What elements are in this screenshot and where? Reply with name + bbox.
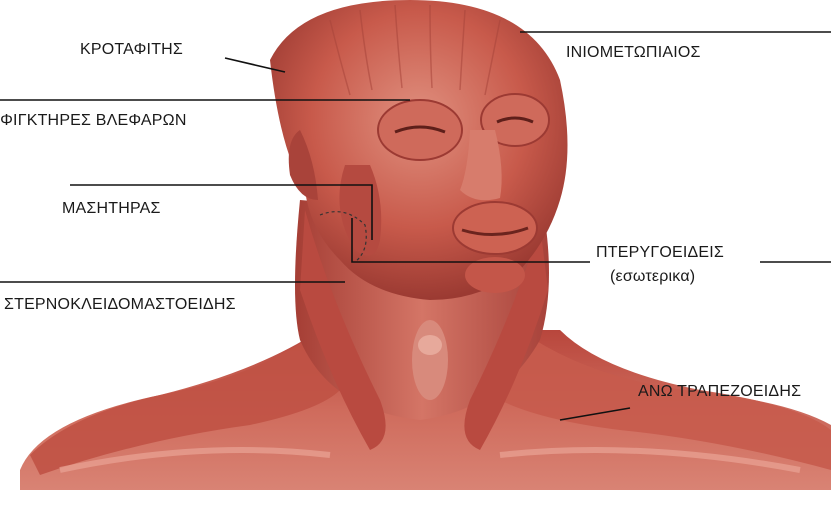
label-upper-trapezius: ΑΝΩ ΤΡΑΠΕΖΟΕΙΔΗΣ xyxy=(638,383,801,401)
label-occipitofrontalis: ΙΝΙΟΜΕΤΩΠΙΑΙΟΣ xyxy=(566,44,701,62)
label-sternocleidomastoid: ΣΤΕΡΝΟΚΛΕΙΔΟΜΑΣΤΟΕΙΔΗΣ xyxy=(4,296,236,314)
label-orbicularis-oculi: ΣΦΙΓΚΤΗΡΕΣ ΒΛΕΦΑΡΩΝ xyxy=(0,112,187,130)
label-masseter: ΜΑΣΗΤΗΡΑΣ xyxy=(62,200,161,218)
label-pterygoids-note: (εσωτερικα) xyxy=(610,268,695,286)
label-pterygoids: ΠΤΕΡΥΓΟΕΙΔΕΙΣ xyxy=(596,244,724,262)
left-eye-ring xyxy=(378,100,462,160)
label-temporalis: ΚΡΟΤΑΦΙΤΗΣ xyxy=(80,41,183,59)
